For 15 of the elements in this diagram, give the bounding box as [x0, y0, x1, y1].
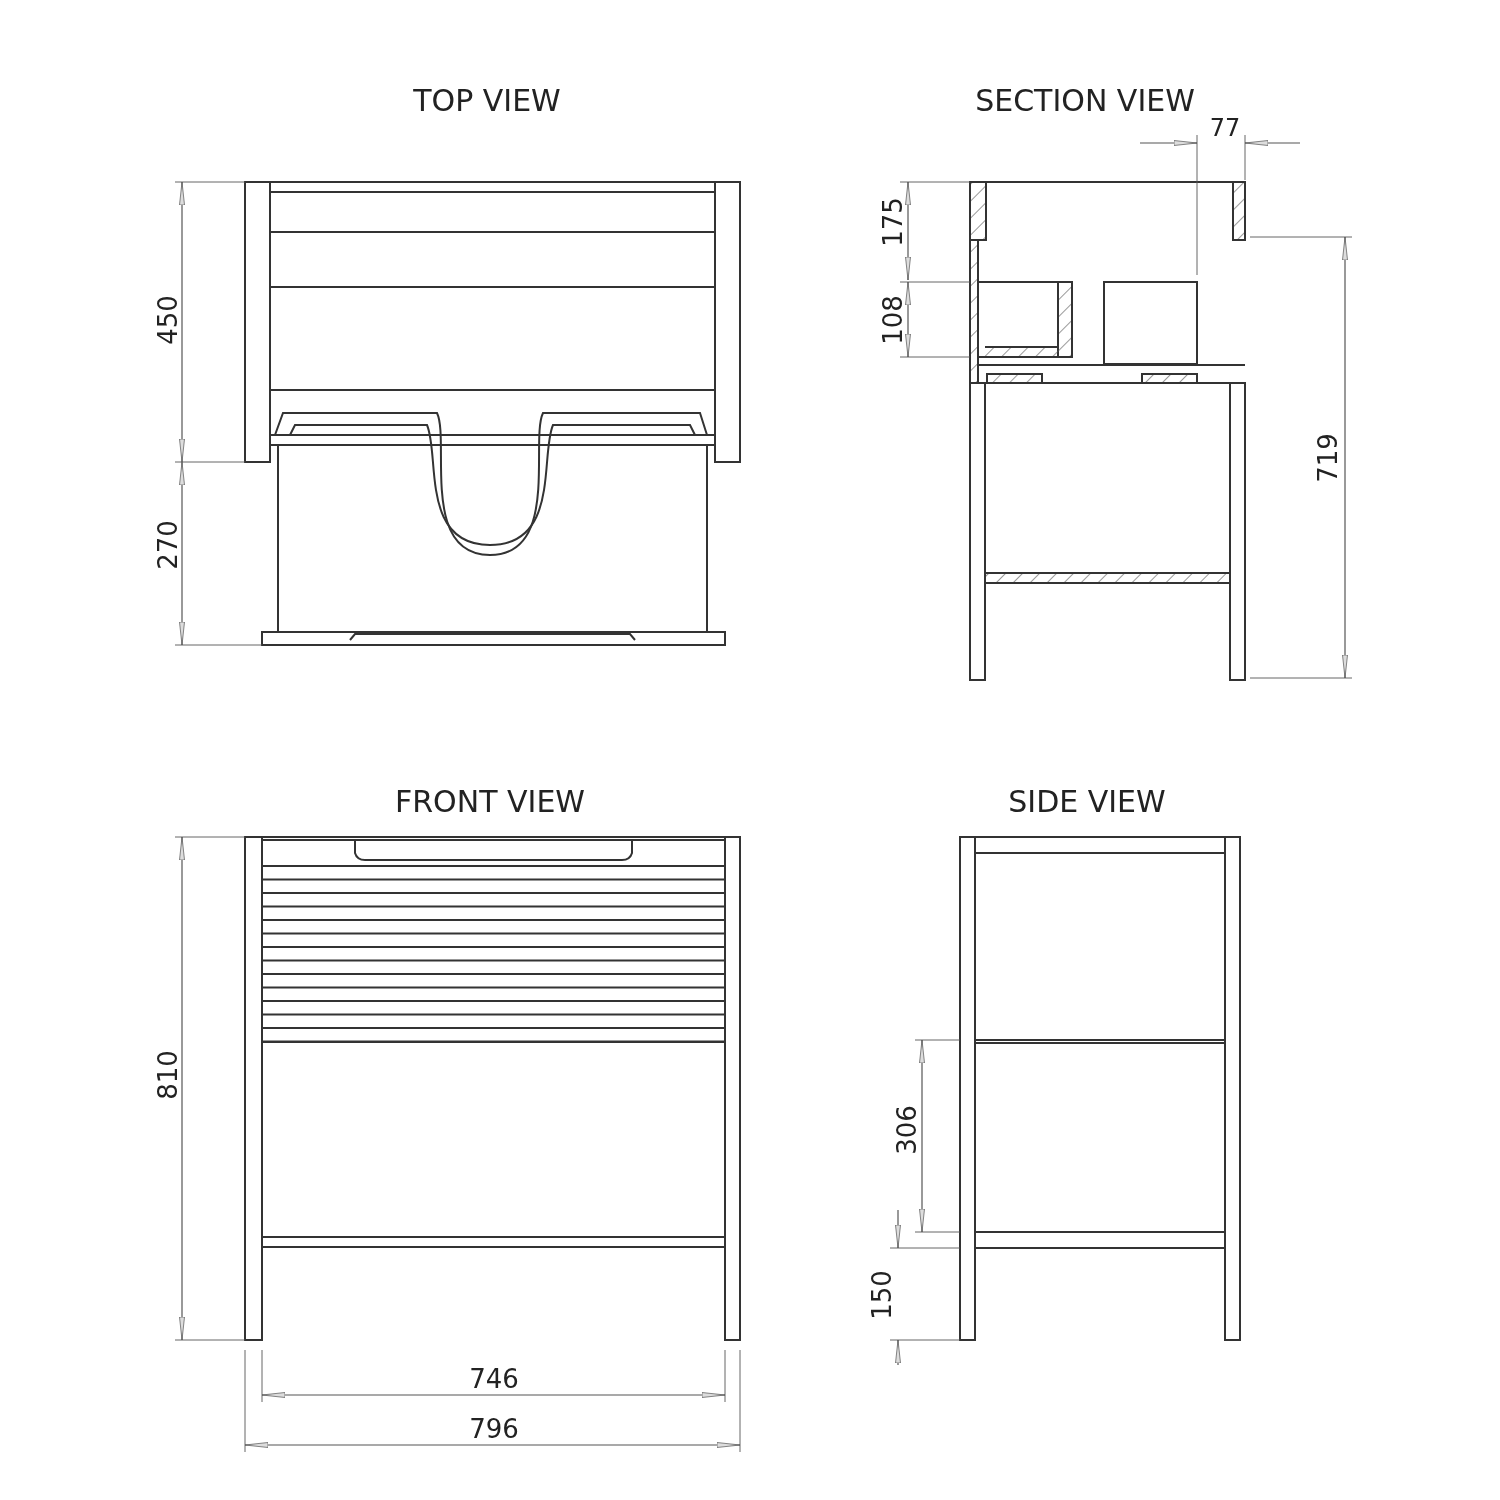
dimension-value: 108 [880, 295, 906, 345]
dimension-value: 746 [469, 1366, 519, 1392]
dimension-value: 150 [869, 1270, 895, 1320]
dimension-value: 796 [469, 1416, 519, 1442]
dimension-value: 175 [880, 197, 906, 247]
dimension-value: 270 [155, 520, 181, 570]
view-title: SIDE VIEW [1008, 787, 1166, 817]
dimension-value: 719 [1315, 433, 1341, 483]
dimension-value: 77 [1209, 116, 1241, 140]
dimension-value: 306 [894, 1105, 920, 1155]
view-title: SECTION VIEW [975, 86, 1195, 116]
dimension-value: 450 [155, 295, 181, 345]
dimension-value: 810 [155, 1050, 181, 1100]
view-title: FRONT VIEW [395, 787, 585, 817]
view-title: TOP VIEW [413, 86, 561, 116]
